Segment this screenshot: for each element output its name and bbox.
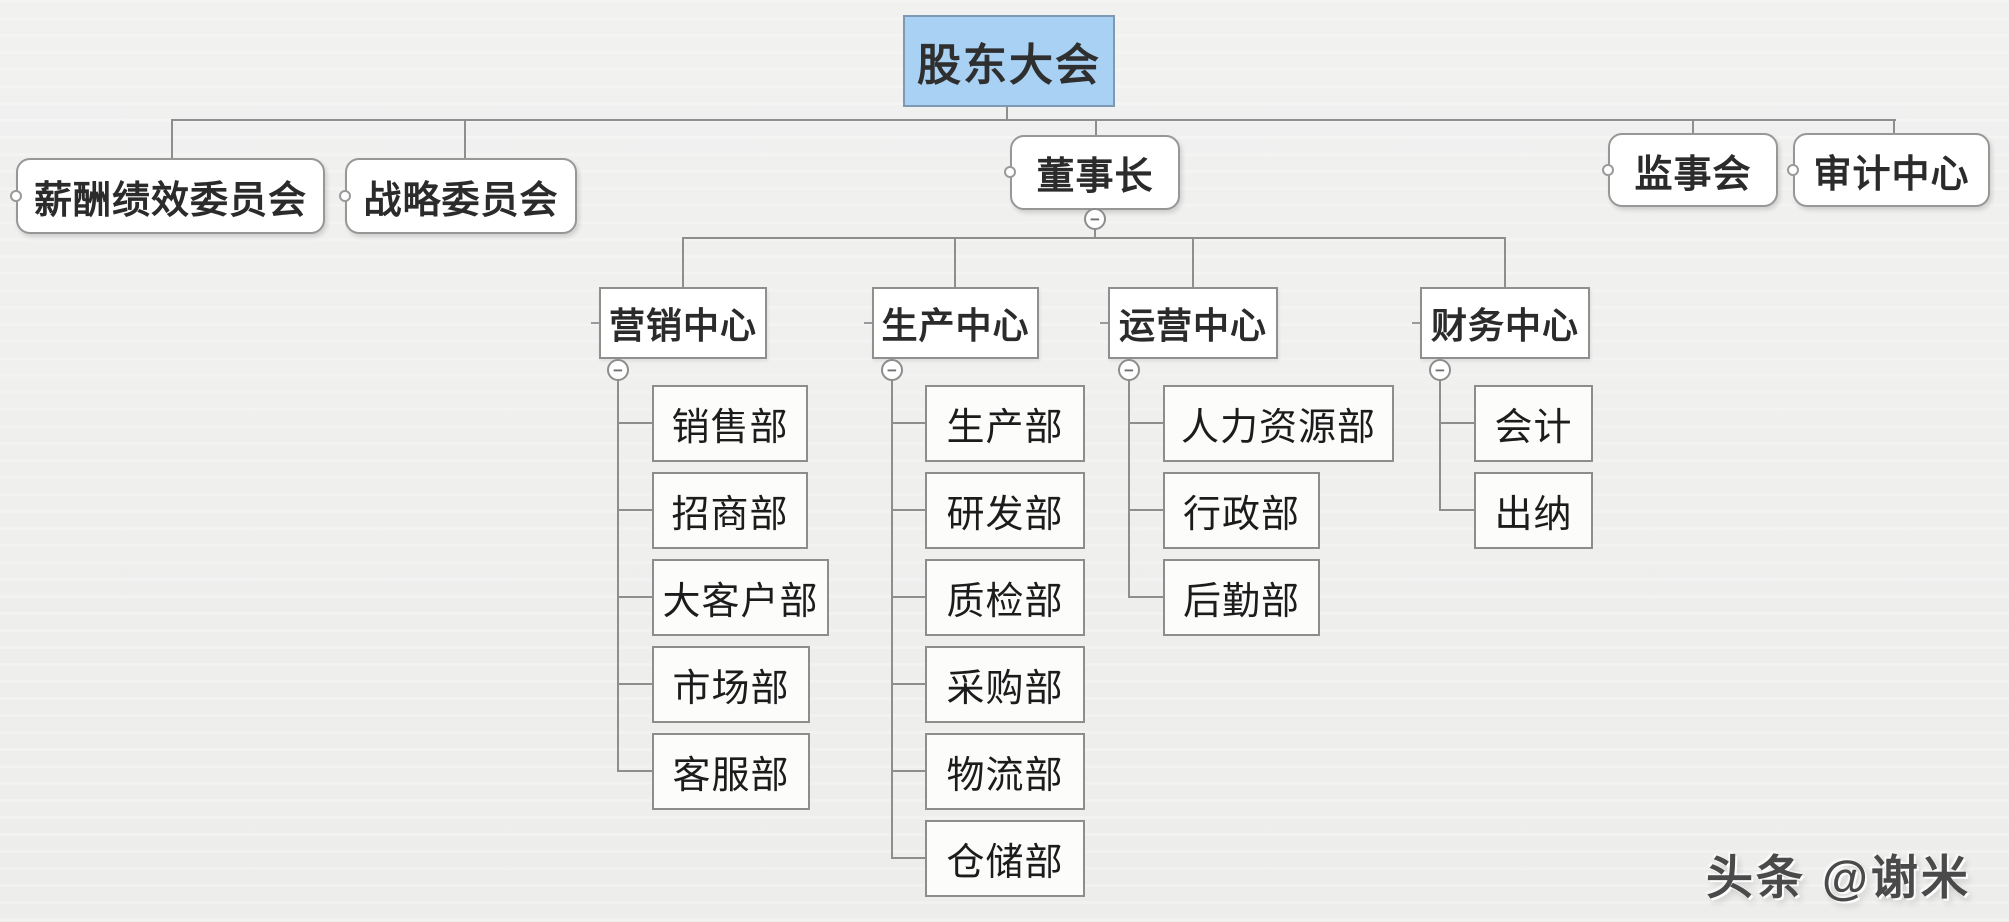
connector-line xyxy=(1192,237,1194,288)
dept-marketing[interactable]: 市场部 xyxy=(652,646,810,723)
node-shareholders-meeting[interactable]: 股东大会 xyxy=(903,15,1115,107)
connector-line xyxy=(617,422,653,424)
connector-line xyxy=(617,683,653,685)
connector-line xyxy=(617,380,619,771)
collapse-button-marketing-center[interactable]: − xyxy=(607,359,629,381)
connector-line xyxy=(891,770,927,772)
connector-line xyxy=(464,119,466,158)
connector-line xyxy=(1094,229,1096,238)
connector-line xyxy=(891,683,927,685)
connector-line xyxy=(891,380,893,859)
dept-warehouse[interactable]: 仓储部 xyxy=(925,820,1085,897)
connector-line xyxy=(1128,509,1165,511)
collapse-button-chairman[interactable]: − xyxy=(1084,208,1106,230)
connector-line xyxy=(617,596,653,598)
connection-nub xyxy=(10,190,22,202)
connector-line xyxy=(171,119,1896,121)
connector-line xyxy=(1006,107,1008,120)
node-finance-center[interactable]: 财务中心 xyxy=(1420,287,1590,359)
connection-nub xyxy=(591,322,599,324)
connector-line xyxy=(682,237,1506,239)
connector-line xyxy=(1128,422,1165,424)
node-strategy-committee[interactable]: 战略委员会 xyxy=(345,158,577,234)
connection-nub xyxy=(1787,164,1799,176)
dept-rnd[interactable]: 研发部 xyxy=(925,472,1085,549)
dept-sales[interactable]: 销售部 xyxy=(652,385,808,462)
node-operations-center[interactable]: 运营中心 xyxy=(1108,287,1278,359)
connector-line xyxy=(171,119,173,158)
dept-logistics[interactable]: 物流部 xyxy=(925,733,1085,810)
dept-cashier[interactable]: 出纳 xyxy=(1474,472,1593,549)
node-compensation-performance-committee[interactable]: 薪酬绩效委员会 xyxy=(16,158,325,234)
dept-human-resources[interactable]: 人力资源部 xyxy=(1163,385,1394,462)
connector-line xyxy=(617,770,653,772)
connection-nub xyxy=(864,322,872,324)
connector-line xyxy=(617,509,653,511)
dept-purchasing[interactable]: 采购部 xyxy=(925,646,1085,723)
connector-line xyxy=(1893,119,1895,134)
connector-line xyxy=(1439,422,1476,424)
dept-customer-service[interactable]: 客服部 xyxy=(652,733,810,810)
node-marketing-center[interactable]: 营销中心 xyxy=(599,287,767,359)
node-supervisory-board[interactable]: 监事会 xyxy=(1608,133,1778,207)
connector-line xyxy=(954,237,956,288)
connection-nub xyxy=(1004,166,1016,178)
connector-line xyxy=(682,237,684,288)
connector-line xyxy=(1504,237,1506,288)
connector-line xyxy=(891,422,927,424)
connector-line xyxy=(891,596,927,598)
connector-line xyxy=(1128,380,1130,598)
connection-nub xyxy=(1412,322,1420,324)
dept-investment[interactable]: 招商部 xyxy=(652,472,808,549)
connector-line xyxy=(1128,596,1165,598)
connection-nub xyxy=(339,190,351,202)
collapse-button-operations-center[interactable]: − xyxy=(1118,359,1140,381)
node-production-center[interactable]: 生产中心 xyxy=(872,287,1039,359)
dept-key-accounts[interactable]: 大客户部 xyxy=(652,559,829,636)
dept-administration[interactable]: 行政部 xyxy=(1163,472,1320,549)
node-audit-center[interactable]: 审计中心 xyxy=(1793,133,1990,207)
connection-nub xyxy=(1602,164,1614,176)
dept-production[interactable]: 生产部 xyxy=(925,385,1085,462)
connector-line xyxy=(1692,119,1694,134)
dept-quality-control[interactable]: 质检部 xyxy=(925,559,1085,636)
node-chairman[interactable]: 董事长 xyxy=(1010,135,1180,210)
watermark: 头条 @谢米 xyxy=(1706,851,1971,904)
collapse-button-production-center[interactable]: − xyxy=(881,359,903,381)
connector-line xyxy=(891,857,927,859)
connector-line xyxy=(891,509,927,511)
dept-general-affairs[interactable]: 后勤部 xyxy=(1163,559,1320,636)
connection-nub xyxy=(1100,322,1108,324)
dept-accounting[interactable]: 会计 xyxy=(1474,385,1593,462)
connector-line xyxy=(1439,380,1441,511)
connector-line xyxy=(1439,509,1476,511)
collapse-button-finance-center[interactable]: − xyxy=(1429,359,1451,381)
connector-line xyxy=(1095,119,1097,136)
